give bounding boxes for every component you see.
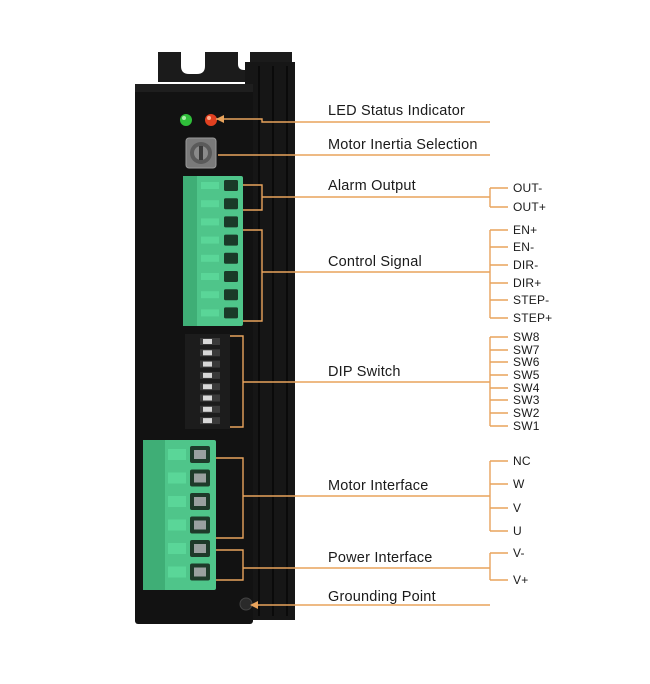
callout-power-interface: Power Interface — [328, 550, 433, 566]
signal-terminal-screw-slot — [224, 253, 238, 264]
dip-switch-toggle — [203, 418, 212, 423]
signal-terminal-screw-slot — [224, 198, 238, 209]
pin-label-v: V — [513, 501, 521, 515]
power-terminal-screw — [194, 521, 206, 530]
callout-motor-inertia: Motor Inertia Selection — [328, 137, 478, 153]
dip-switch-toggle — [203, 362, 212, 367]
mounting-slot-left — [181, 52, 205, 74]
signal-terminal-screw-slot — [224, 180, 238, 191]
signal-terminal-screw-slot — [224, 307, 238, 318]
callout-led-status: LED Status Indicator — [328, 103, 465, 119]
signal-terminal-ridge — [201, 237, 219, 244]
power-terminal-screw — [194, 450, 206, 459]
pin-label-w: W — [513, 477, 525, 491]
pin-label-dir-plus: DIR+ — [513, 276, 541, 290]
pin-label-sw8: SW8 — [513, 330, 540, 344]
pin-label-en-plus: EN+ — [513, 223, 537, 237]
power-terminal-ridge — [168, 567, 186, 578]
power-terminal-screw — [194, 474, 206, 483]
led-green — [180, 114, 192, 126]
pin-label-step-minus: STEP- — [513, 293, 549, 307]
signal-terminal-ridge — [201, 218, 219, 225]
callout-control-signal: Control Signal — [328, 254, 422, 270]
signal-terminal-screw-slot — [224, 216, 238, 227]
power-terminal-edge — [143, 440, 165, 590]
dip-switch-toggle — [203, 407, 212, 412]
signal-terminal-ridge — [201, 255, 219, 262]
pin-label-sw1: SW1 — [513, 419, 540, 433]
pin-label-sw3: SW3 — [513, 393, 540, 407]
signal-terminal-screw-slot — [224, 235, 238, 246]
dip-switch-block — [185, 334, 230, 429]
power-terminal-ridge — [168, 520, 186, 531]
power-terminal-screw — [194, 544, 206, 553]
callout-motor-interface: Motor Interface — [328, 478, 429, 494]
signal-terminal-ridge — [201, 273, 219, 280]
signal-terminal-ridge — [201, 309, 219, 316]
signal-terminal-ridge — [201, 291, 219, 298]
callout-grounding-point: Grounding Point — [328, 589, 436, 605]
grounding-screw — [240, 598, 252, 610]
power-terminal-ridge — [168, 496, 186, 507]
signal-terminal-block — [183, 176, 243, 326]
signal-terminal-edge — [183, 176, 197, 326]
pin-label-out-plus: OUT+ — [513, 200, 546, 214]
pin-label-sw2: SW2 — [513, 406, 540, 420]
dip-switch-toggle — [203, 373, 212, 378]
pin-label-v-minus: V- — [513, 546, 525, 560]
pin-label-u: U — [513, 524, 522, 538]
dip-switch-toggle — [203, 350, 212, 355]
signal-terminal-screw-slot — [224, 289, 238, 300]
power-terminal-ridge — [168, 473, 186, 484]
power-terminal-block — [143, 440, 216, 590]
power-terminal-screw — [194, 568, 206, 577]
pin-label-out-minus: OUT- — [513, 181, 542, 195]
pin-label-v-plus: V+ — [513, 573, 528, 587]
callout-dip-switch: DIP Switch — [328, 364, 401, 380]
dip-switch-toggle — [203, 339, 212, 344]
signal-terminal-ridge — [201, 182, 219, 189]
signal-terminal-ridge — [201, 200, 219, 207]
dip-switch-toggle — [203, 384, 212, 389]
led-red — [205, 114, 217, 126]
callout-alarm-output: Alarm Output — [328, 178, 416, 194]
dip-switch-body — [185, 334, 230, 429]
signal-terminal-screw-slot — [224, 271, 238, 282]
pin-label-sw5: SW5 — [513, 368, 540, 382]
pin-label-sw6: SW6 — [513, 355, 540, 369]
pin-label-nc: NC — [513, 454, 531, 468]
pin-label-step-plus: STEP+ — [513, 311, 552, 325]
pin-label-dir-minus: DIR- — [513, 258, 538, 272]
power-terminal-screw — [194, 497, 206, 506]
power-terminal-ridge — [168, 543, 186, 554]
dip-switch-toggle — [203, 396, 212, 401]
power-terminal-ridge — [168, 449, 186, 460]
pin-label-en-minus: EN- — [513, 240, 534, 254]
